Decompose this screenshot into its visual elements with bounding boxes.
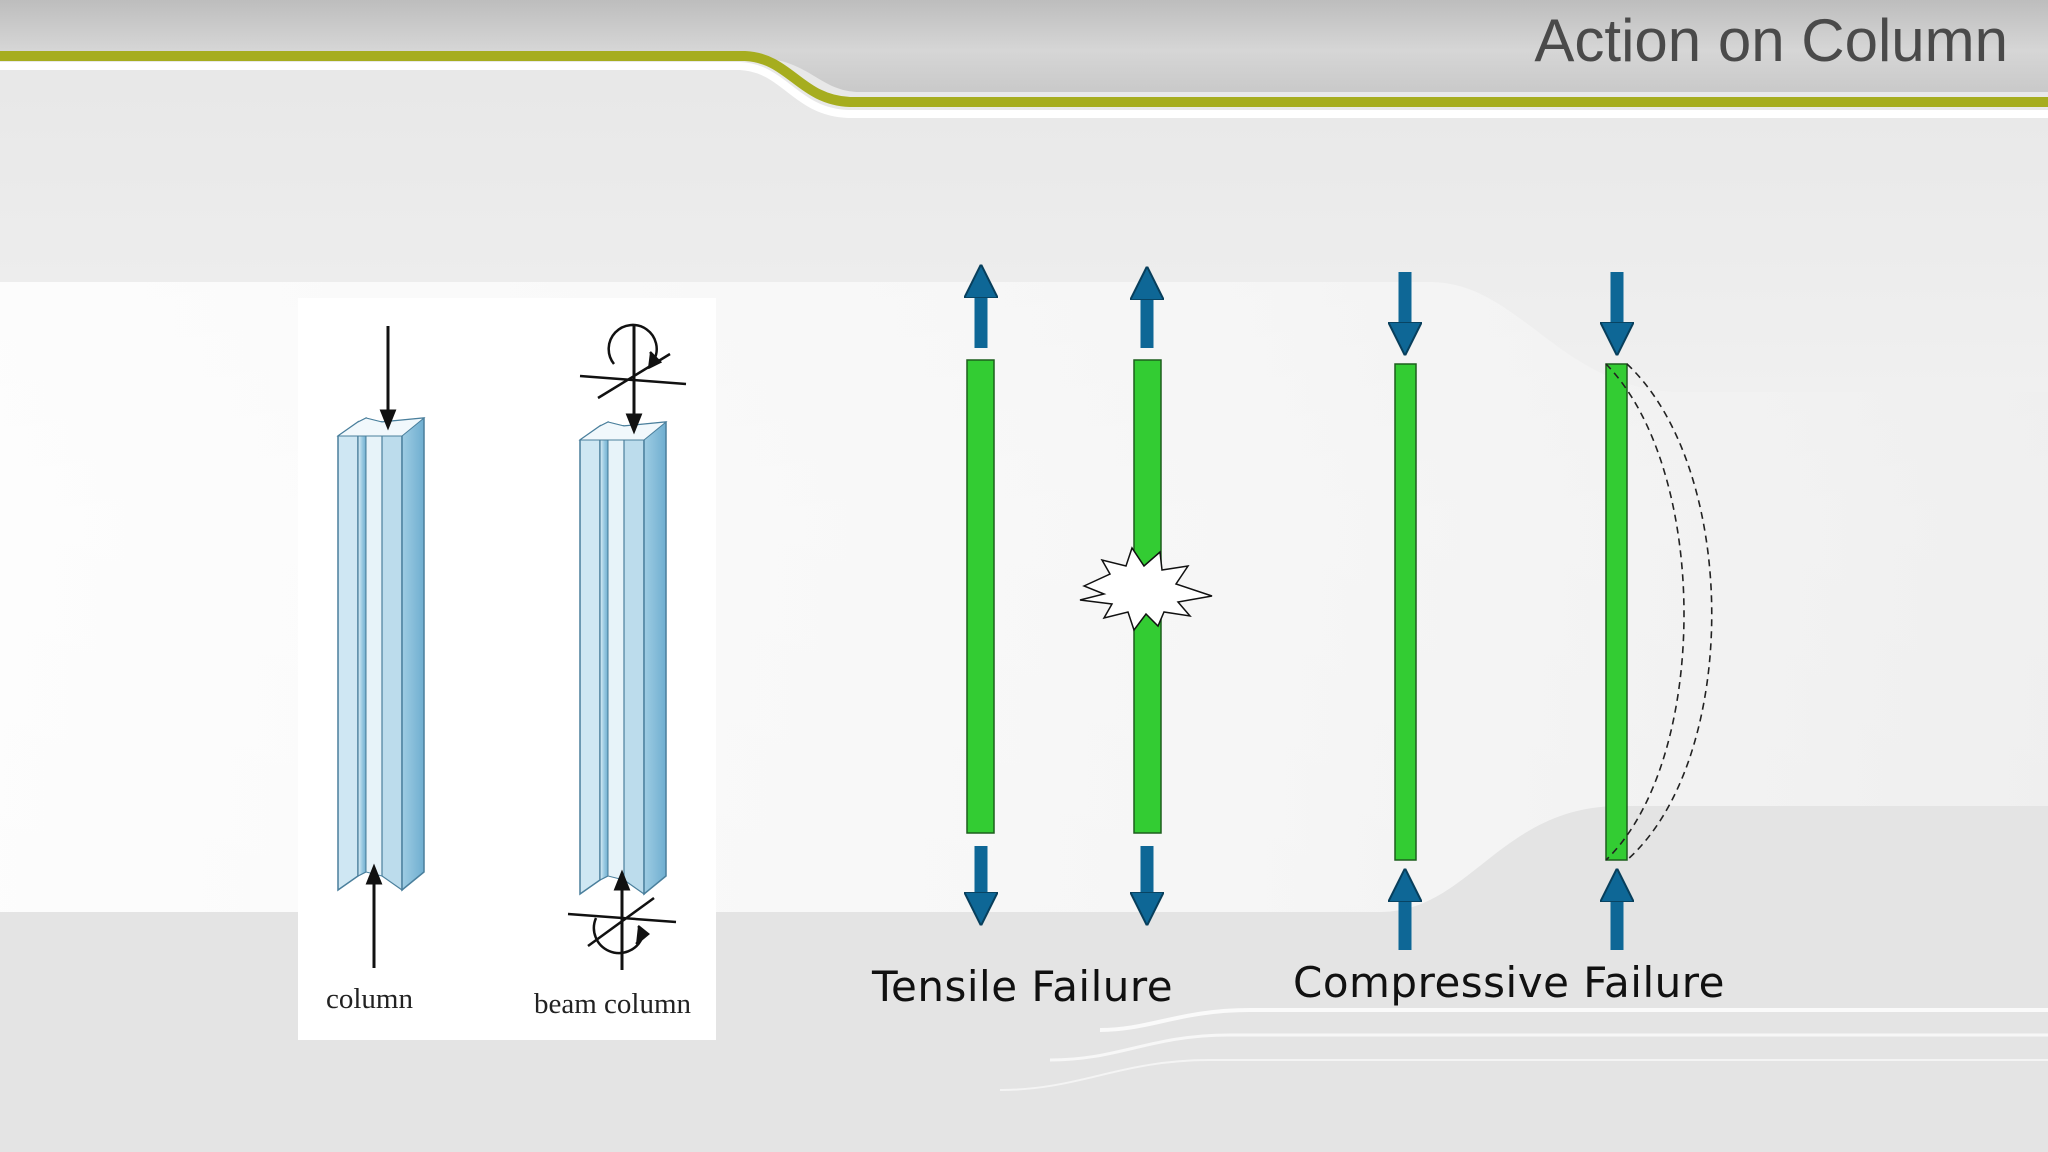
- beam-column-member: [578, 421, 668, 896]
- column-figure-panel: column beam column: [298, 298, 716, 1040]
- compressive-member-buckled: [1605, 272, 1713, 950]
- beam-column-bottom-moment-icon: [567, 896, 677, 955]
- beam-column-top-moment-icon: [579, 323, 687, 400]
- buckled-shape-outer: [1626, 363, 1713, 861]
- tensile-member-fractured: [1079, 290, 1213, 902]
- buckled-shape-inner: [1605, 363, 1685, 861]
- compressive-failure-label: Compressive Failure: [1293, 958, 1725, 1007]
- beam-column-caption: beam column: [534, 988, 692, 1020]
- column-illustration: [336, 323, 687, 970]
- fracture-burst-icon: [1079, 546, 1213, 632]
- tensile-failure-label: Tensile Failure: [872, 962, 1174, 1011]
- tensile-member-intact: [967, 288, 994, 902]
- slide-title: Action on Column: [1534, 7, 2008, 74]
- column-caption: column: [326, 983, 413, 1015]
- compressive-member-intact: [1395, 272, 1416, 950]
